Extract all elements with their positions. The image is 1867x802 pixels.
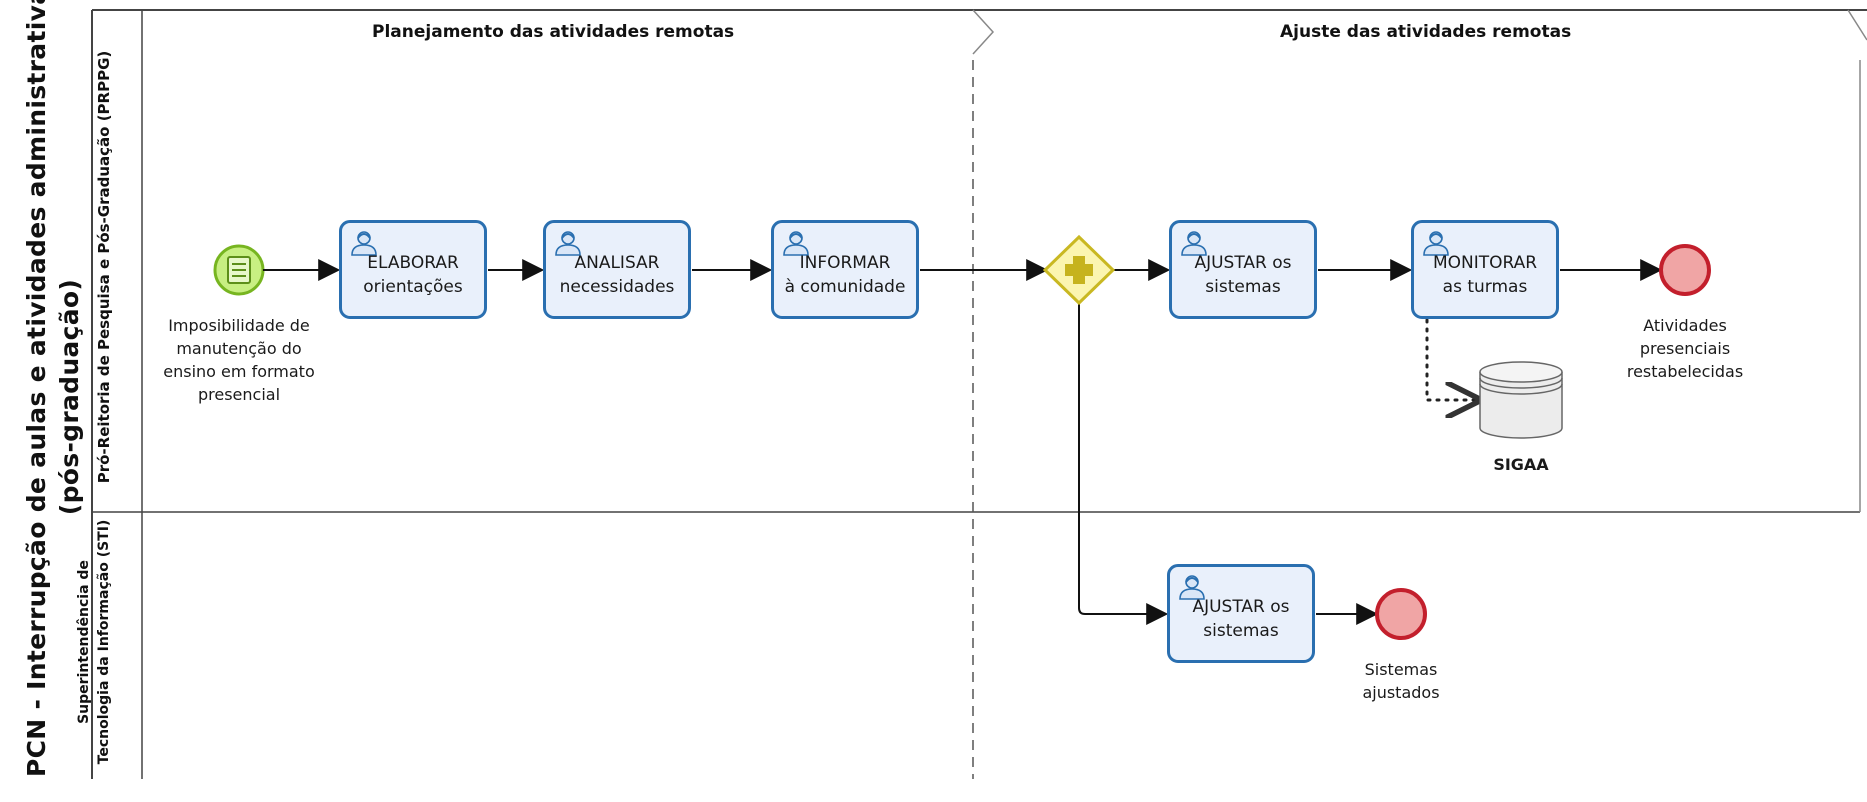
user-icon xyxy=(781,230,811,260)
user-icon xyxy=(553,230,583,260)
user-icon xyxy=(1177,574,1207,604)
phase-label-ajuste: Ajuste das atividades remotas xyxy=(1280,22,1572,42)
user-icon xyxy=(1421,230,1451,260)
lane-title-prppg: Pró-Reitoria de Pesquisa e Pós-Graduação… xyxy=(95,50,113,484)
user-icon xyxy=(1179,230,1209,260)
phase-separator xyxy=(972,9,1867,779)
bpmn-diagram xyxy=(91,9,1867,779)
lane-title-sti: Superintendência de Tecnologia da Inform… xyxy=(76,519,112,765)
start-event[interactable] xyxy=(213,244,265,296)
message-document-icon xyxy=(227,256,251,284)
data-association[interactable] xyxy=(1425,318,1478,400)
user-icon xyxy=(349,230,379,260)
end-event-label-atividades: Atividades presenciais restabelecidas xyxy=(1626,316,1744,381)
start-event-label: Imposibilidade de manutenção do ensino e… xyxy=(163,316,315,404)
phase-label-planejamento: Planejamento das atividades remotas xyxy=(372,22,735,42)
database-icon[interactable] xyxy=(1479,361,1563,439)
pool-title: PCN - Interrupção de aulas e atividades … xyxy=(22,0,84,777)
plus-icon xyxy=(1065,256,1093,284)
pool-frame xyxy=(91,9,1867,779)
parallel-gateway[interactable] xyxy=(1042,234,1116,306)
data-store-label: SIGAA xyxy=(1493,455,1549,474)
flow-gateway-to-sti-ajustar[interactable] xyxy=(1078,303,1169,625)
end-event-label-sistemas: Sistemas ajustados xyxy=(1362,660,1440,702)
end-event-atividades[interactable] xyxy=(1659,244,1711,296)
end-event-sistemas[interactable] xyxy=(1375,588,1427,640)
